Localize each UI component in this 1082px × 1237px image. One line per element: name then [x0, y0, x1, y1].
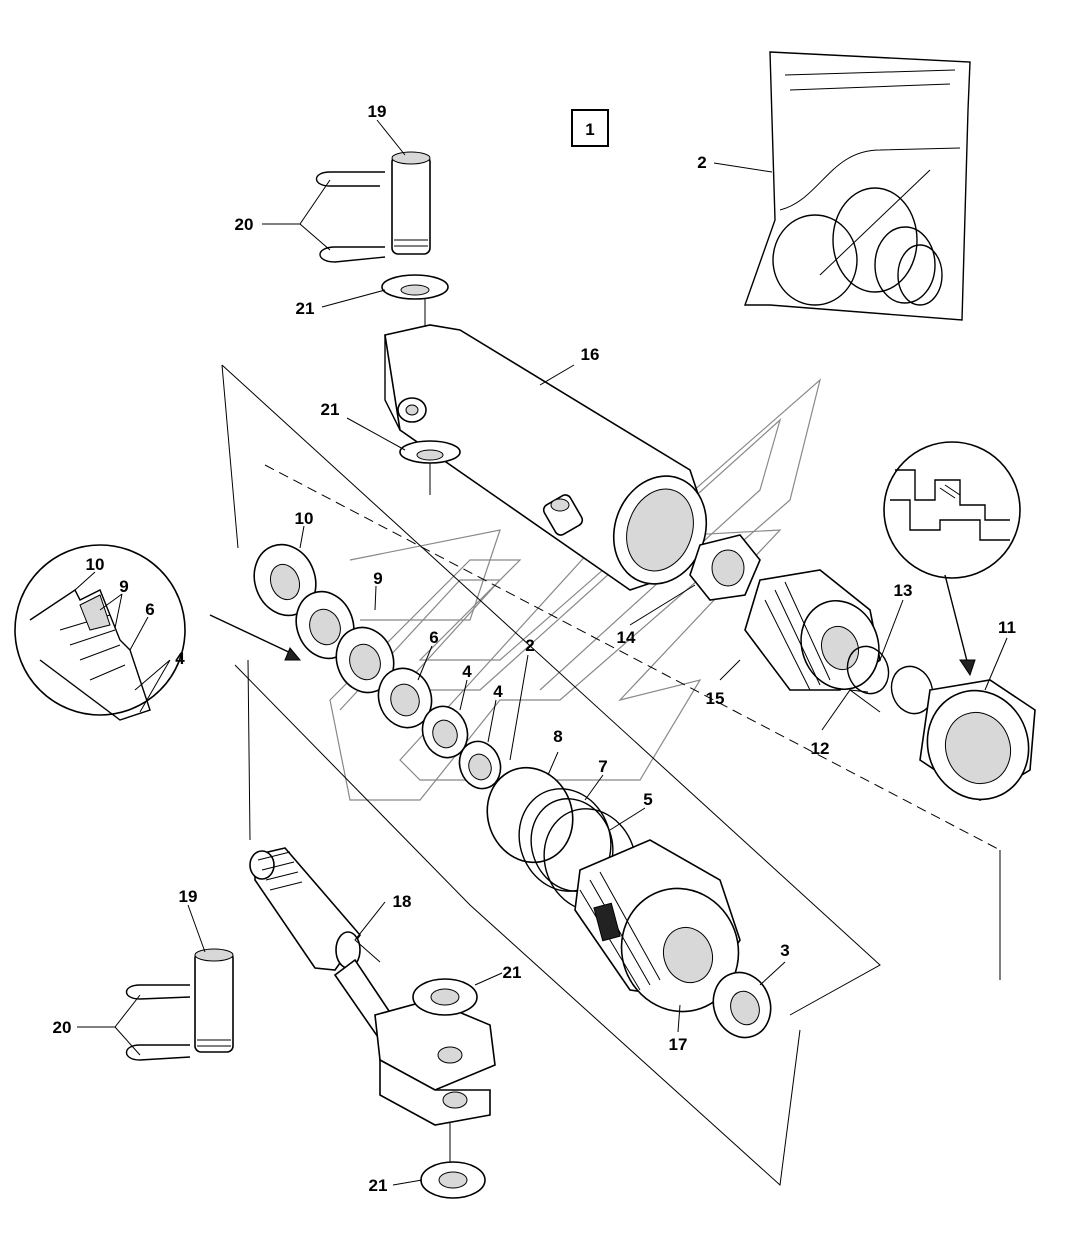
gland: [574, 839, 741, 1013]
callout-4-b: 4: [493, 682, 503, 701]
callout-5: 5: [643, 790, 652, 809]
callout-21-c: 21: [503, 963, 522, 982]
kit-number-box: 1: [571, 109, 609, 147]
callout-15: 15: [706, 689, 725, 708]
callout-6: 6: [429, 628, 438, 647]
callout-10: 10: [295, 509, 314, 528]
callout-21-d: 21: [369, 1176, 388, 1195]
callout-20-top: 20: [235, 215, 254, 234]
detail-callout-6: 6: [145, 600, 154, 619]
callout-16: 16: [581, 345, 600, 364]
callout-3: 3: [780, 941, 789, 960]
o-rings: [846, 645, 934, 715]
rod-clevis: [374, 999, 496, 1126]
spring-clips-bottom: [125, 984, 191, 1061]
kit-number-label: 1: [585, 120, 594, 139]
callout-13: 13: [894, 581, 913, 600]
detail-circle-left: [14, 544, 302, 721]
callout-4-a: 4: [462, 662, 472, 681]
detail-callout-4: 4: [175, 649, 185, 668]
callout-8: 8: [553, 727, 562, 746]
end-cap: [919, 679, 1036, 801]
callout-19-bottom: 19: [179, 887, 198, 906]
callout-21-a: 21: [296, 299, 315, 318]
pin-bottom: [194, 948, 234, 1053]
callout-12: 12: [811, 739, 830, 758]
callout-14: 14: [617, 628, 636, 647]
callout-17: 17: [669, 1035, 688, 1054]
callout-2-bag: 2: [697, 153, 706, 172]
seal-kit-bag: [744, 51, 971, 321]
wiper-seal: [712, 971, 772, 1039]
callout-7: 7: [598, 757, 607, 776]
callout-21-b: 21: [321, 400, 340, 419]
callout-20-bottom: 20: [53, 1018, 72, 1037]
washers-bottom: [412, 978, 486, 1199]
callout-11: 11: [998, 618, 1016, 637]
rod-seal-stack: [253, 543, 502, 790]
locking-nut: [689, 534, 761, 601]
detail-callout-9: 9: [119, 577, 128, 596]
spring-clips-top: [315, 171, 386, 263]
callout-9: 9: [373, 569, 382, 588]
detail-circle-right: [883, 441, 1021, 677]
washer-top: [381, 274, 449, 300]
callout-2-mid: 2: [525, 636, 534, 655]
cylinder-barrel: [384, 324, 708, 591]
detail-callout-10: 10: [86, 555, 105, 574]
piston-rod: [249, 847, 396, 1042]
piston: [744, 569, 881, 691]
callout-labels: 19 20 21 16 21 2 10 9 6 4 4 2 14 13 11 1…: [53, 102, 1016, 1195]
callout-18: 18: [393, 892, 412, 911]
leader-lines: [74, 119, 1008, 1186]
washer-barrel: [399, 440, 461, 464]
callout-19-top: 19: [368, 102, 387, 121]
pin-top: [391, 151, 431, 255]
